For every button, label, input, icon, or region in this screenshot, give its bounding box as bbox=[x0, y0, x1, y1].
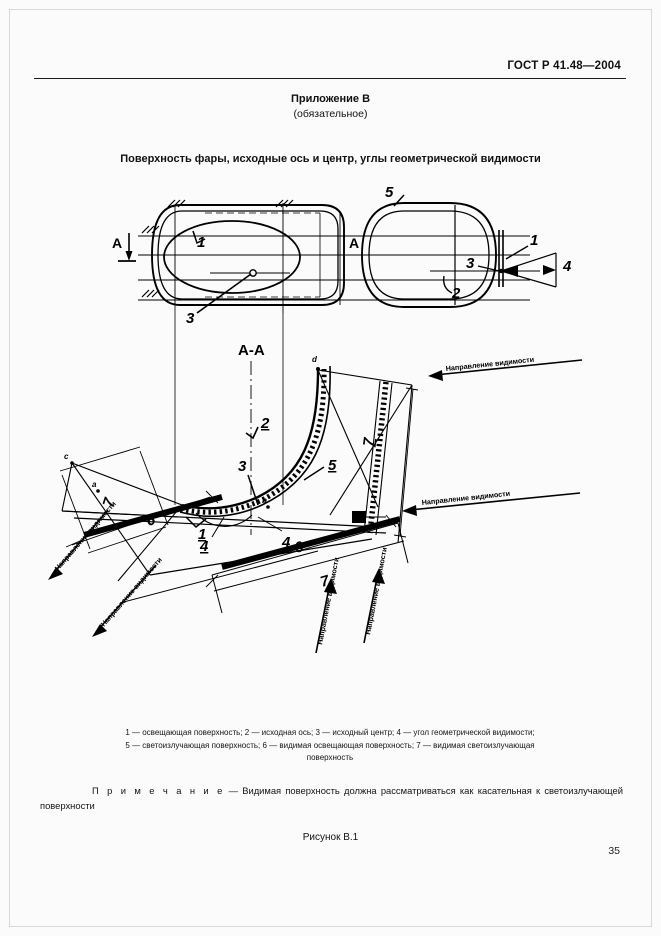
dimension-7-right bbox=[393, 387, 419, 538]
page-number: 35 bbox=[608, 845, 620, 857]
section-arrow-left bbox=[118, 233, 136, 262]
leader-5-section bbox=[303, 466, 325, 481]
point-a-label: a bbox=[92, 480, 97, 489]
right-lamp-lens-face bbox=[498, 230, 504, 287]
plan-view-group: A A bbox=[112, 184, 572, 327]
callout-4-left: 4 bbox=[199, 538, 209, 555]
plan-hatch-ticks bbox=[141, 199, 294, 298]
point-b-label: b bbox=[262, 496, 267, 505]
band-7-edge-b bbox=[375, 382, 393, 536]
technical-drawing: A A bbox=[0, 175, 661, 715]
direction-label-1: Направление видимости bbox=[428, 355, 583, 381]
direction-label-4: Направление видимости bbox=[92, 555, 164, 637]
angle-arc-4-left bbox=[195, 512, 253, 527]
callout-7-upper: 7 bbox=[360, 436, 378, 447]
visibility-angle-arrow-out bbox=[543, 265, 556, 275]
dimension-6-right bbox=[205, 514, 397, 588]
drawing-canvas: A A bbox=[48, 184, 583, 654]
callout-4-right: 4 bbox=[281, 534, 291, 551]
plan-reference-lines bbox=[138, 235, 530, 301]
point-c-label: c bbox=[64, 452, 69, 461]
callout-1-section: 1 bbox=[198, 526, 206, 543]
callout-3-left: 3 bbox=[186, 310, 195, 327]
leader-3-right bbox=[477, 265, 500, 272]
visibility-angle-arrow-in bbox=[501, 265, 518, 277]
point-a-dot bbox=[96, 489, 100, 493]
right-lamp-outer-body bbox=[361, 202, 497, 308]
callout-1-right: 1 bbox=[530, 232, 538, 249]
reflector-profile-outer bbox=[181, 369, 320, 510]
callout-5-plan: 5 bbox=[385, 184, 394, 201]
reflector-profile-inner bbox=[179, 365, 331, 518]
lower-right-panel bbox=[119, 522, 409, 614]
direction-label-5: Направление видимости bbox=[315, 557, 341, 654]
note-dash: — bbox=[224, 785, 243, 796]
leader-3-section bbox=[247, 474, 259, 506]
point-d-label: d bbox=[312, 355, 318, 364]
callout-2-plan: 2 bbox=[451, 285, 461, 302]
reference-axis-2 bbox=[245, 361, 259, 535]
dimension-6-left bbox=[65, 490, 219, 548]
document-code: ГОСТ Р 41.48—2004 bbox=[507, 60, 621, 72]
section-view-label: A-A bbox=[238, 342, 265, 359]
annex-heading: Приложение В (обязательное) bbox=[0, 92, 661, 122]
plan-vertical-axes bbox=[174, 203, 341, 313]
leader-2-arc bbox=[442, 275, 453, 294]
right-lamp-inner-body bbox=[368, 210, 490, 300]
leader-5 bbox=[393, 194, 405, 207]
leader-4-left bbox=[211, 516, 225, 538]
note-text: Видимая поверхность должна рассматривать… bbox=[40, 785, 623, 811]
figure-legend: 1 — освещающая поверхность; 2 — исходная… bbox=[80, 727, 580, 765]
left-lamp-inner-body bbox=[157, 210, 339, 300]
section-marker-a-right: A bbox=[349, 235, 359, 251]
annex-title-text: Приложение В bbox=[290, 93, 371, 105]
left-lamp-illuminating-surface bbox=[163, 220, 301, 294]
direction-label-text-5: Направление видимости bbox=[315, 557, 341, 646]
annex-subtitle-text: (обязательное) bbox=[293, 108, 368, 120]
note-label: П р и м е ч а н и е bbox=[92, 785, 225, 796]
left-lamp-hidden-lines bbox=[205, 212, 320, 298]
legend-line-3: поверхность bbox=[306, 753, 354, 762]
callout-4-plan: 4 bbox=[562, 258, 572, 275]
projection-lines bbox=[174, 305, 284, 505]
left-lamp-outer-body bbox=[151, 204, 345, 306]
point-b-dot bbox=[266, 505, 270, 509]
callout-2-section: 2 bbox=[260, 415, 270, 432]
left-reference-center-dot bbox=[249, 269, 257, 277]
figure-heading: Поверхность фары, исходные ось и центр, … bbox=[120, 153, 541, 165]
top-right-panel bbox=[317, 369, 413, 544]
leader-4-right bbox=[257, 516, 283, 532]
callout-3-right: 3 bbox=[466, 255, 475, 272]
direction-label-6: Направление видимости bbox=[363, 547, 389, 644]
section-marker-a-left: A bbox=[112, 235, 122, 251]
leader-3-left bbox=[196, 273, 252, 314]
leader-1-section bbox=[185, 516, 207, 529]
figure-caption: Рисунок В.1 bbox=[302, 832, 359, 843]
legend-line-2: 5 — светоизлучающая поверхность; 6 — вид… bbox=[125, 740, 535, 750]
direction-labels-group: Направление видимости Направление видимо… bbox=[48, 355, 583, 654]
leader-1-left bbox=[192, 230, 206, 245]
visible-emitting-band-7 bbox=[367, 381, 389, 534]
band-7-edge-a bbox=[363, 380, 381, 534]
point-c-dot bbox=[70, 461, 74, 465]
direction-label-text-1: Направление видимости bbox=[445, 355, 534, 373]
callout-5-section: 5 bbox=[328, 457, 337, 474]
direction-label-2: Направление видимости bbox=[402, 489, 581, 516]
figure-note: П р и м е ч а н и е — Видимая поверхност… bbox=[40, 783, 623, 813]
callout-1-left: 1 bbox=[197, 234, 205, 251]
direction-label-text-4: Направление видимости bbox=[99, 555, 164, 628]
visible-illuminating-band-6-right bbox=[221, 516, 401, 570]
leader-1-right bbox=[505, 245, 529, 260]
perspective-view-group: 2 d bbox=[59, 355, 419, 614]
detail-block-right bbox=[352, 511, 386, 523]
direction-label-text-6: Направление видимости bbox=[363, 547, 389, 636]
callout-3-section: 3 bbox=[238, 458, 247, 475]
legend-line-1: 1 — освещающая поверхность; 2 — исходная… bbox=[125, 728, 535, 737]
header-rule bbox=[34, 78, 626, 79]
visible-illuminating-band-6-left bbox=[83, 494, 223, 538]
